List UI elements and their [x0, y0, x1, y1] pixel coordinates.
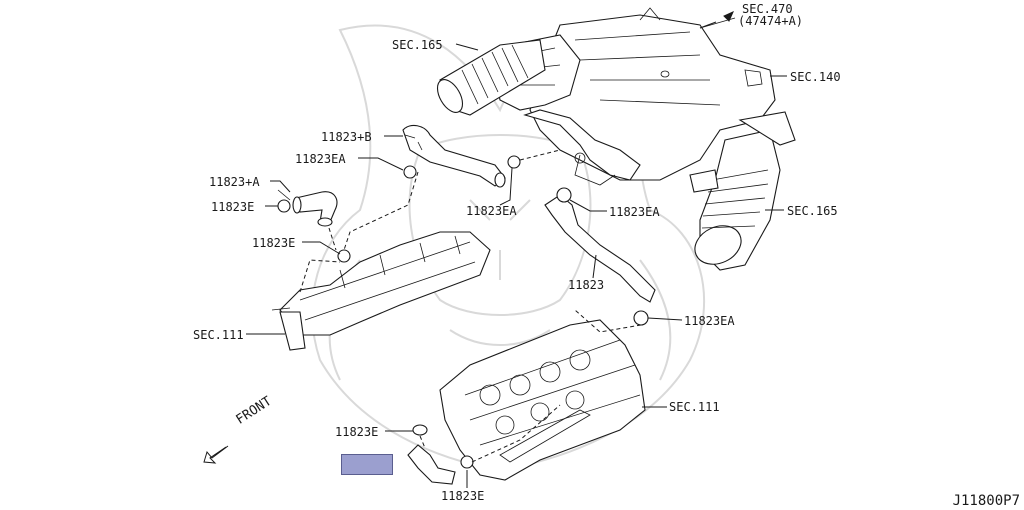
label-sec111-left[interactable]: SEC.111	[193, 328, 244, 342]
leader-lines	[246, 21, 787, 488]
label-sec470-ref: (47474+A)	[738, 14, 804, 28]
label-11823ea-1[interactable]: 11823EA	[295, 152, 346, 166]
hose-lower-assembly	[407, 424, 474, 485]
label-11823[interactable]: 11823	[568, 278, 605, 292]
label-sec470[interactable]: SEC.470	[742, 2, 793, 16]
label-sec140[interactable]: SEC.140	[790, 70, 841, 84]
label-sec165-right[interactable]: SEC.165	[787, 204, 838, 218]
front-arrow-icon	[203, 445, 229, 464]
hose-11823b	[402, 124, 506, 188]
air-duct-left	[436, 39, 546, 116]
sec470-arrow-icon	[723, 11, 734, 22]
label-sec165-top[interactable]: SEC.165	[392, 38, 443, 52]
highlighted-part-marker[interactable]	[341, 454, 393, 475]
label-11823e-3[interactable]: 11823E	[335, 425, 379, 439]
label-11823-a[interactable]: 11823+A	[209, 175, 260, 189]
valve-cover-upper	[271, 231, 491, 351]
diagram-id: J11800P7	[952, 493, 1020, 509]
clamp-11823ea-4	[633, 310, 649, 326]
hose-11823a	[277, 189, 338, 227]
label-11823e-1[interactable]: 11823E	[211, 200, 255, 214]
dashed-routing	[299, 149, 642, 463]
air-duct-right	[689, 111, 796, 271]
plenum-tubes	[523, 109, 641, 186]
label-sec111-right[interactable]: SEC.111	[669, 400, 720, 414]
hose-11823	[544, 187, 656, 303]
label-11823e-4[interactable]: 11823E	[441, 489, 485, 503]
label-11823-b[interactable]: 11823+B	[321, 130, 372, 144]
clamp-11823e-2	[337, 249, 351, 263]
label-11823ea-3[interactable]: 11823EA	[609, 205, 660, 219]
label-11823ea-4[interactable]: 11823EA	[684, 314, 735, 328]
label-11823ea-2[interactable]: 11823EA	[466, 204, 517, 218]
clamp-11823ea-1	[403, 155, 521, 179]
cylinder-head-lower	[439, 319, 646, 481]
label-11823e-2[interactable]: 11823E	[252, 236, 296, 250]
